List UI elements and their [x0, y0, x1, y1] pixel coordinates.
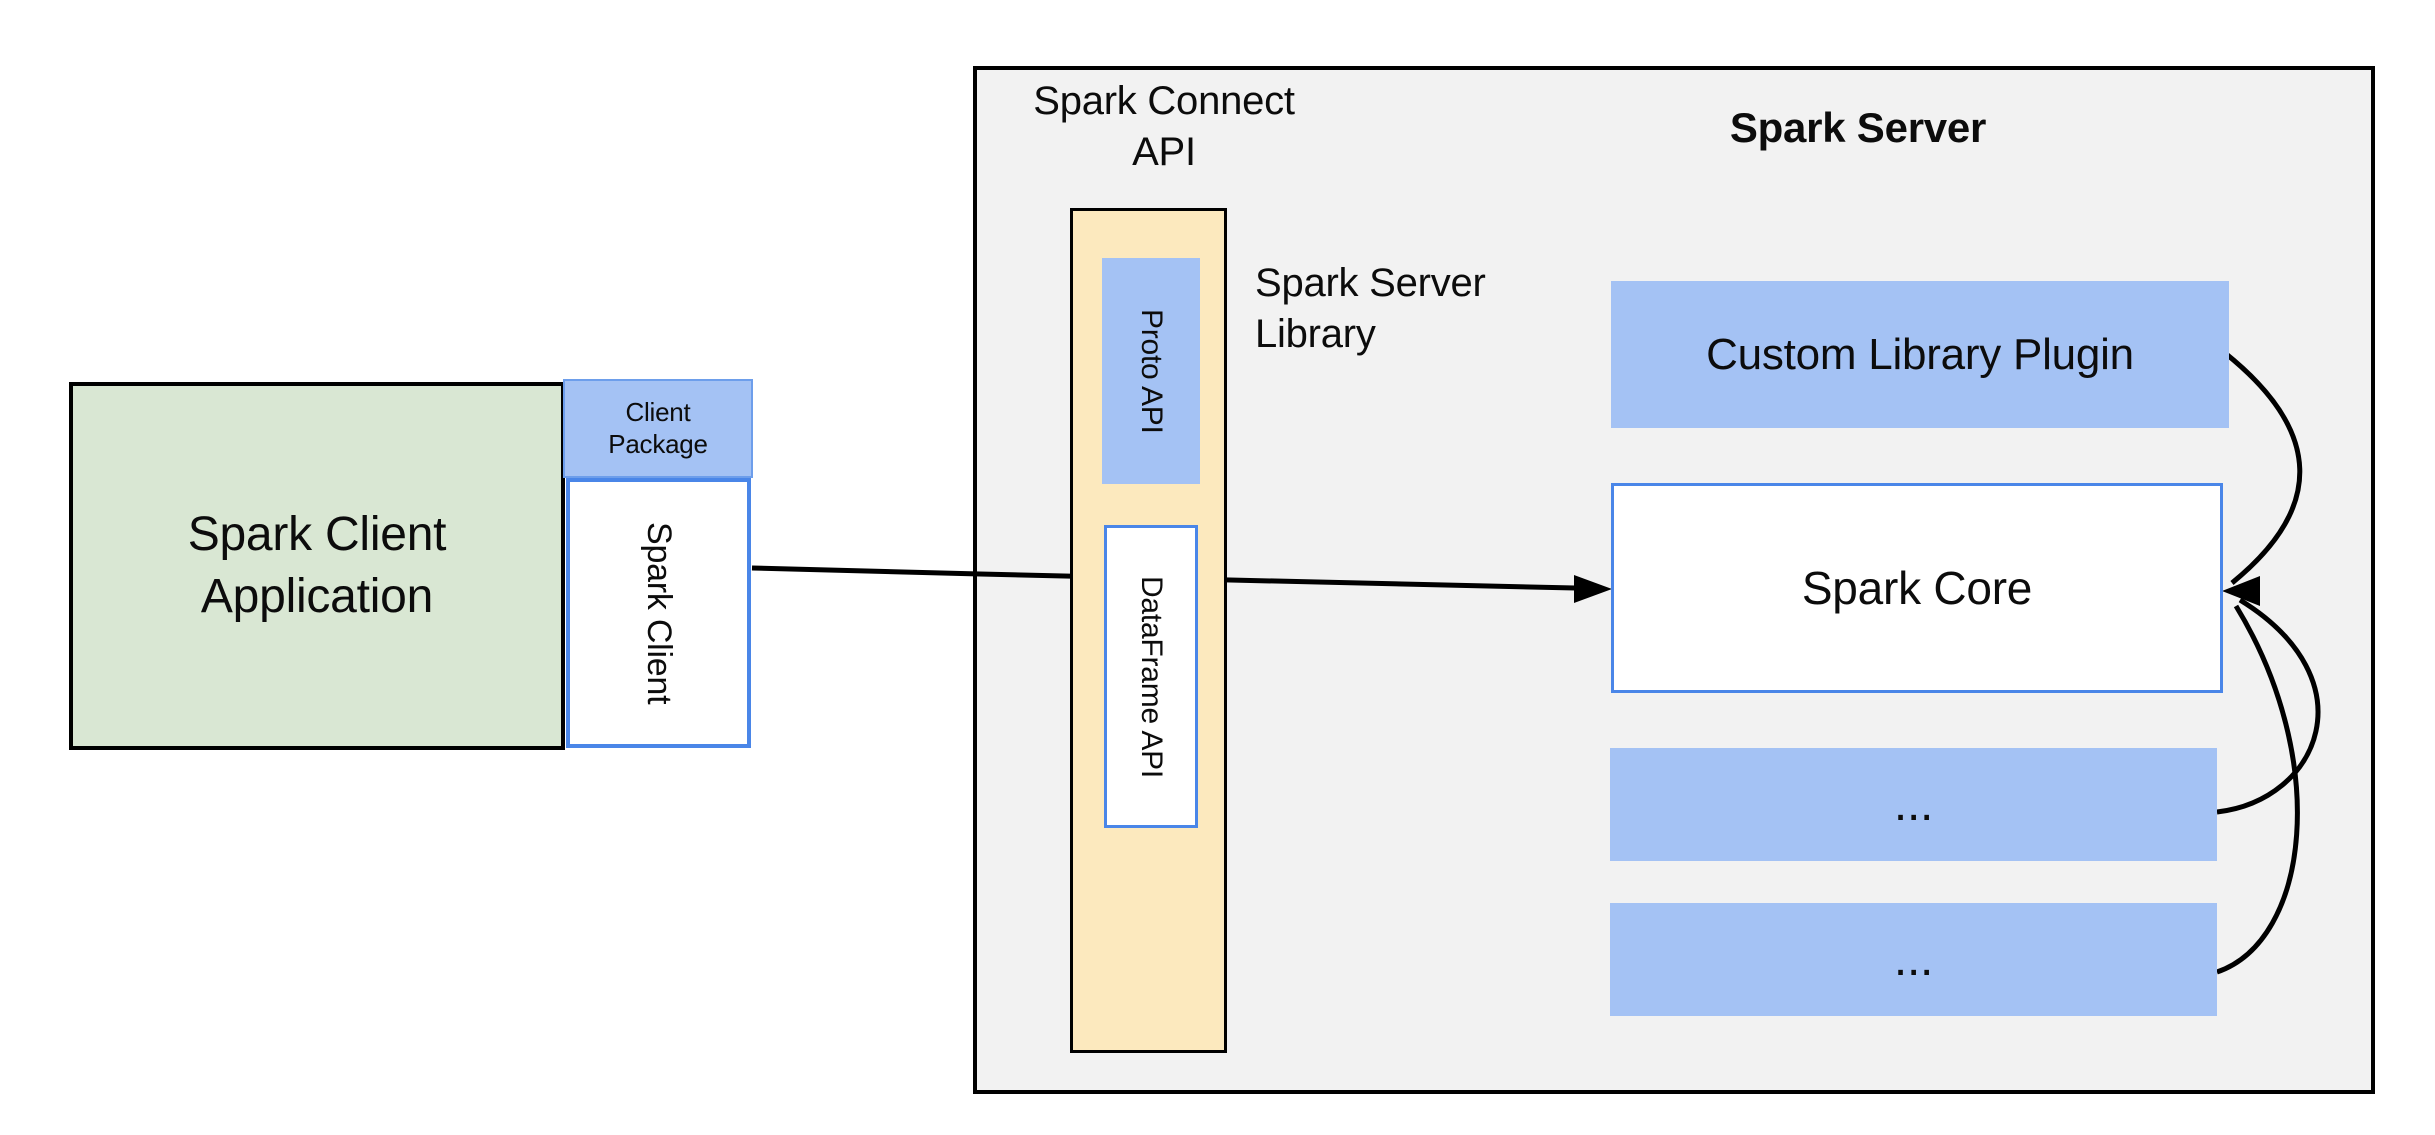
custom-library-plugin-label: Custom Library Plugin — [1706, 329, 2134, 379]
dataframe-api-box: DataFrame API — [1104, 525, 1198, 828]
plugin-slot-2-label: ... — [1893, 933, 1934, 986]
client-package-box: Client Package — [563, 379, 753, 478]
spark-client-label: Spark Client — [640, 521, 678, 705]
spark-server-library-line2: Library — [1255, 312, 1376, 357]
client-package-line1: Client — [625, 396, 691, 427]
custom-library-plugin-box: Custom Library Plugin — [1611, 281, 2229, 428]
plugin-slot-1-label: ... — [1893, 778, 1934, 831]
spark-client-application-line1: Spark Client — [187, 507, 447, 561]
plugin-to-core-curve — [2223, 351, 2303, 585]
client-to-core-arrowhead — [1574, 575, 1612, 603]
slot1-to-core-curve — [2216, 597, 2321, 815]
slot2-to-core-curve — [2216, 604, 2300, 975]
spark-server-library-label: Spark Server Library — [1255, 258, 1585, 360]
core-right-arrowhead — [2222, 576, 2260, 606]
spark-client-application-box: Spark Client Application — [69, 382, 565, 750]
spark-server-title: Spark Server — [1729, 104, 1987, 151]
spark-core-box: Spark Core — [1611, 483, 2223, 693]
spark-core-label: Spark Core — [1801, 562, 2033, 614]
proto-api-box: Proto API — [1102, 258, 1200, 484]
spark-connect-api-line2: API — [1132, 130, 1196, 175]
spark-connect-api-line1: Spark Connect — [1033, 79, 1295, 123]
plugin-slot-2-box: ... — [1610, 903, 2217, 1016]
plugin-slot-1-box: ... — [1610, 748, 2217, 861]
dataframe-api-label: DataFrame API — [1135, 575, 1168, 778]
spark-client-box: Spark Client — [566, 478, 751, 748]
spark-server-library-line1: Spark Server — [1255, 261, 1486, 305]
spark-connect-api-label: Spark Connect API — [1012, 76, 1316, 178]
spark-client-application-line2: Application — [200, 570, 434, 623]
proto-api-label: Proto API — [1135, 308, 1168, 434]
client-package-line2: Package — [608, 428, 708, 459]
